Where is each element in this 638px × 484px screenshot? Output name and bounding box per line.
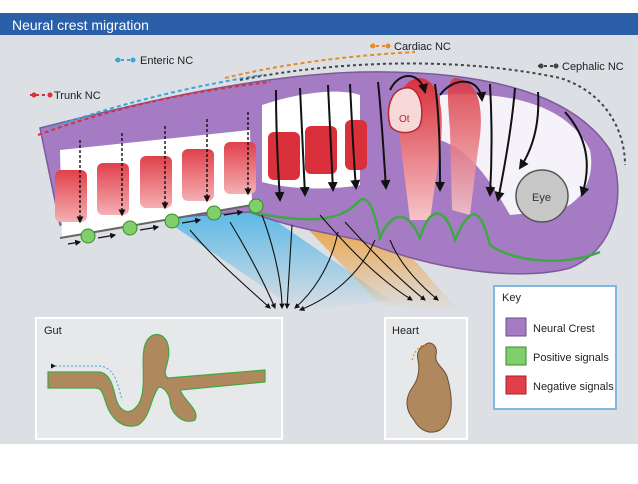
- enteric-label: Enteric NC: [140, 55, 193, 67]
- key-swatch-neural-crest: [505, 317, 527, 337]
- ventral-arrow: [181, 217, 202, 224]
- trunk-stream-line: [37, 81, 271, 136]
- trunk-legend-dot: [31, 92, 37, 98]
- cardiac-arrow: [319, 214, 413, 301]
- ventral-arrow: [97, 232, 117, 239]
- downstream-arrows: [189, 214, 439, 311]
- gut-tube: [47, 333, 266, 427]
- negative-zone: [447, 78, 481, 215]
- somite: [97, 163, 129, 215]
- enteric-arrow: [294, 231, 339, 309]
- cephalic-legend-dot: [538, 63, 544, 69]
- key-label-positive: Positive signals: [533, 352, 609, 364]
- ventral-arrows: [67, 209, 244, 246]
- cranial-arrow: [494, 87, 516, 202]
- enteric-arrow: [229, 221, 276, 310]
- cranial-arrow: [518, 91, 540, 170]
- somite: [224, 142, 256, 194]
- enteric-legend-dot: [115, 57, 121, 63]
- cephalic-legend-dot: [553, 63, 559, 69]
- positive-signal-beads: [80, 198, 264, 244]
- somite: [182, 149, 214, 201]
- otic-vesicle: [387, 87, 423, 134]
- cardiac-arrow: [389, 239, 439, 301]
- key-swatch-negative: [505, 375, 527, 395]
- otic-loop-arrow: [389, 75, 428, 94]
- key-label-neural-crest: Neural Crest: [533, 323, 595, 335]
- enteric-legend-dot: [130, 57, 136, 63]
- key-label-negative: Negative signals: [533, 381, 614, 393]
- cranial-arrow: [299, 87, 310, 197]
- cranial-arrow: [327, 84, 338, 192]
- header-bar: [0, 13, 638, 35]
- cardiac-legend-dot: [370, 43, 376, 49]
- cardiac-stream-line: [224, 51, 416, 79]
- ventral-arrow: [223, 209, 244, 216]
- header-title: Neural crest migration: [12, 17, 149, 33]
- enteric-arrow: [298, 239, 376, 311]
- enteric-stream-line: [49, 74, 263, 129]
- otic-label: Ot: [399, 114, 410, 125]
- cranial-arrow: [377, 81, 391, 190]
- cranial-arrow: [564, 111, 590, 197]
- enteric-arrow: [284, 224, 293, 310]
- somites: [55, 120, 367, 222]
- cranial-arrows: [274, 75, 590, 202]
- rhombomere-block: [268, 132, 300, 180]
- rhombomere-block: [305, 126, 337, 174]
- eye: [515, 169, 569, 223]
- ventral-arrow: [67, 239, 82, 246]
- heart-label: Heart: [392, 325, 419, 337]
- positive-signal-bead: [248, 198, 264, 214]
- gut-enteric-trace: [51, 363, 123, 401]
- gut-label: Gut: [44, 325, 62, 337]
- key-swatch-positive: [505, 346, 527, 366]
- cephalic-stream-line: [239, 62, 626, 166]
- enteric-arrow: [261, 214, 285, 310]
- rhombomere-block: [345, 120, 367, 170]
- somite: [140, 156, 172, 208]
- cardiac-arrow: [344, 221, 426, 301]
- stream-labels: Trunk NC Enteric NC Cardiac NC Cephalic …: [30, 41, 624, 102]
- cephalic-label: Cephalic NC: [562, 61, 624, 73]
- enteric-migration-zone: [150, 210, 390, 312]
- cranial-arrow: [434, 83, 445, 192]
- positive-signal-bead: [164, 213, 180, 229]
- cranial-arrow: [349, 83, 361, 190]
- trunk-arrows: [76, 112, 252, 224]
- heart-cardiac-trace: [411, 344, 426, 361]
- positive-signal-bead: [206, 205, 222, 221]
- cardiac-legend-dot: [385, 43, 391, 49]
- cranial-arrow: [485, 83, 496, 197]
- somite: [55, 170, 87, 222]
- key-title: Key: [502, 292, 521, 304]
- trunk-label: Trunk NC: [54, 90, 101, 102]
- positive-signal-bead: [80, 228, 96, 244]
- pharyngeal-positive-signals: [249, 198, 601, 263]
- positive-signal-bead: [122, 220, 138, 236]
- trunk-legend-dot: [47, 92, 53, 98]
- eye-label: Eye: [532, 192, 551, 204]
- ventral-arrow: [139, 224, 160, 231]
- otic-loop-arrow: [439, 80, 487, 102]
- enteric-arrow: [189, 229, 271, 309]
- cardiac-label: Cardiac NC: [394, 41, 451, 53]
- cranial-arrow: [274, 89, 285, 202]
- heart-shape: [406, 342, 452, 433]
